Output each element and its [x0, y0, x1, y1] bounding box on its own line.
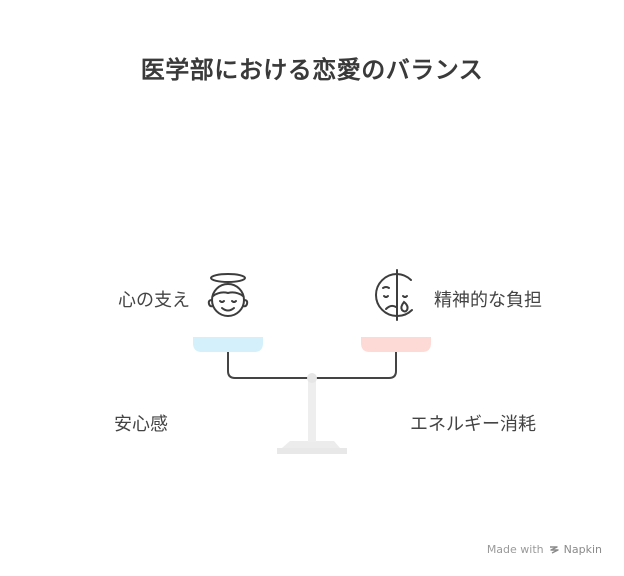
left-top-label: 心の支え: [118, 290, 190, 311]
right-scale-pan: [361, 337, 431, 352]
napkin-logo-icon: [549, 545, 559, 554]
angel-face-icon: [207, 273, 249, 317]
left-scale-pan: [193, 337, 263, 352]
right-top-label: 精神的な負担: [434, 290, 542, 311]
watermark-prefix: Made with: [486, 543, 544, 556]
left-bottom-label: 安心感: [114, 414, 168, 435]
watermark-brand: Napkin: [563, 543, 602, 556]
scale-pole: [308, 380, 316, 442]
scale-base: [277, 448, 347, 454]
scale-base-top: [282, 441, 340, 448]
page-title: 医学部における恋愛のバランス: [140, 56, 484, 84]
sad-crying-face-icon: [375, 269, 413, 321]
right-bottom-label: エネルギー消耗: [410, 414, 536, 435]
scale-pivot: [307, 373, 317, 383]
watermark: Made with Napkin: [487, 543, 602, 556]
